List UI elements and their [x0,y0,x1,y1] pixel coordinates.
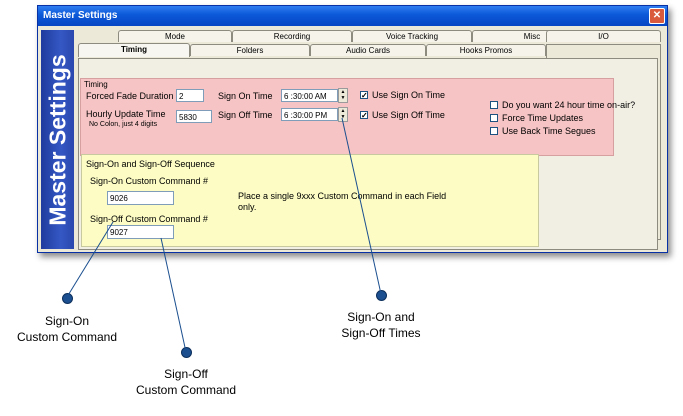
back-time-segues-checkbox[interactable] [490,127,498,135]
sign-off-callout-line1: Sign-Off [164,367,208,381]
use-sign-on-checkbox[interactable]: ✓ [360,91,368,100]
times-callout-line1: Sign-On and [347,310,415,324]
sign-off-time-label: Sign Off Time [218,110,273,120]
sign-on-callout-line2: Custom Command [16,330,118,344]
sequence-group: Sign-On and Sign-Off Sequence Sign-On Cu… [81,154,539,247]
sequence-help-line1: Place a single 9xxx Custom Command in ea… [238,191,447,201]
sign-on-command-input[interactable]: 9026 [107,191,174,205]
sign-on-command-label: Sign-On Custom Command # [90,176,209,186]
times-callout-dot [376,290,387,301]
sign-on-callout-dot [62,293,73,304]
sign-on-callout-label: Sign-On Custom Command [12,313,122,345]
option-24h-label: Do you want 24 hour time on-air? [502,100,636,110]
sign-off-callout-dot [181,347,192,358]
sign-on-time-input[interactable]: 6 :30:00 AM [281,89,338,102]
force-time-updates-checkbox[interactable] [490,114,498,122]
tab-folders[interactable]: Folders [190,44,310,56]
sign-off-time-spinner[interactable]: ▲▼ [338,107,348,122]
master-settings-window: Master Settings ✕ Master Settings Mode R… [37,5,668,253]
option-24h-checkbox[interactable] [490,101,498,109]
sign-on-time-spinner[interactable]: ▲▼ [338,88,348,103]
close-icon: ✕ [652,10,662,21]
tab-io[interactable]: I/O [546,30,661,42]
use-sign-off-label: Use Sign Off Time [372,110,445,120]
fade-duration-label: Forced Fade Duration [86,91,174,101]
side-banner-text: Master Settings [44,54,71,226]
sign-off-command-input[interactable]: 9027 [107,225,174,239]
tab-mode[interactable]: Mode [118,30,232,42]
back-time-segues-label: Use Back Time Segues [502,126,596,136]
sign-off-callout-label: Sign-Off Custom Command [131,366,241,398]
timing-group: Timing Forced Fade Duration 2 Hourly Upd… [80,78,635,156]
check-icon: ✓ [361,111,368,120]
sign-on-callout-line1: Sign-On [44,314,90,328]
sign-off-time-input[interactable]: 6 :30:00 PM [281,108,338,121]
spin-down-icon: ▼ [340,95,346,101]
tab-audio-cards[interactable]: Audio Cards [310,44,426,56]
spin-up-icon: ▲ [340,108,346,114]
use-sign-off-checkbox[interactable]: ✓ [360,111,368,120]
close-button[interactable]: ✕ [649,8,665,24]
sequence-help-line2: only. [238,202,257,212]
sign-off-callout-line2: Custom Command [135,383,237,397]
sign-on-time-label: Sign On Time [218,91,273,101]
hourly-update-input[interactable]: 5830 [176,110,212,123]
spin-down-icon: ▼ [340,114,346,120]
tab-voice-tracking[interactable]: Voice Tracking [352,30,472,42]
spin-up-icon: ▲ [340,89,346,95]
window-title: Master Settings [43,10,118,21]
hourly-update-label: Hourly Update Time [86,109,166,119]
timing-group-label: Timing [84,80,108,89]
title-bar[interactable]: Master Settings ✕ [38,6,667,26]
tab-hooks-promos[interactable]: Hooks Promos [426,44,546,56]
sign-off-command-label: Sign-Off Custom Command # [90,214,208,224]
times-callout-line2: Sign-Off Times [341,326,421,340]
fade-duration-input[interactable]: 2 [176,89,204,102]
use-sign-on-label: Use Sign On Time [372,90,446,100]
side-banner: Master Settings [41,30,74,249]
tab-recording[interactable]: Recording [232,30,352,42]
check-icon: ✓ [361,91,368,100]
tab-timing[interactable]: Timing [78,43,190,57]
force-time-updates-label: Force Time Updates [502,113,584,123]
hourly-update-hint: No Colon, just 4 digits [89,121,158,128]
sign-off-callout-line [160,237,187,353]
sequence-group-label: Sign-On and Sign-Off Sequence [86,159,215,169]
times-callout-label: Sign-On and Sign-Off Times [326,309,436,341]
